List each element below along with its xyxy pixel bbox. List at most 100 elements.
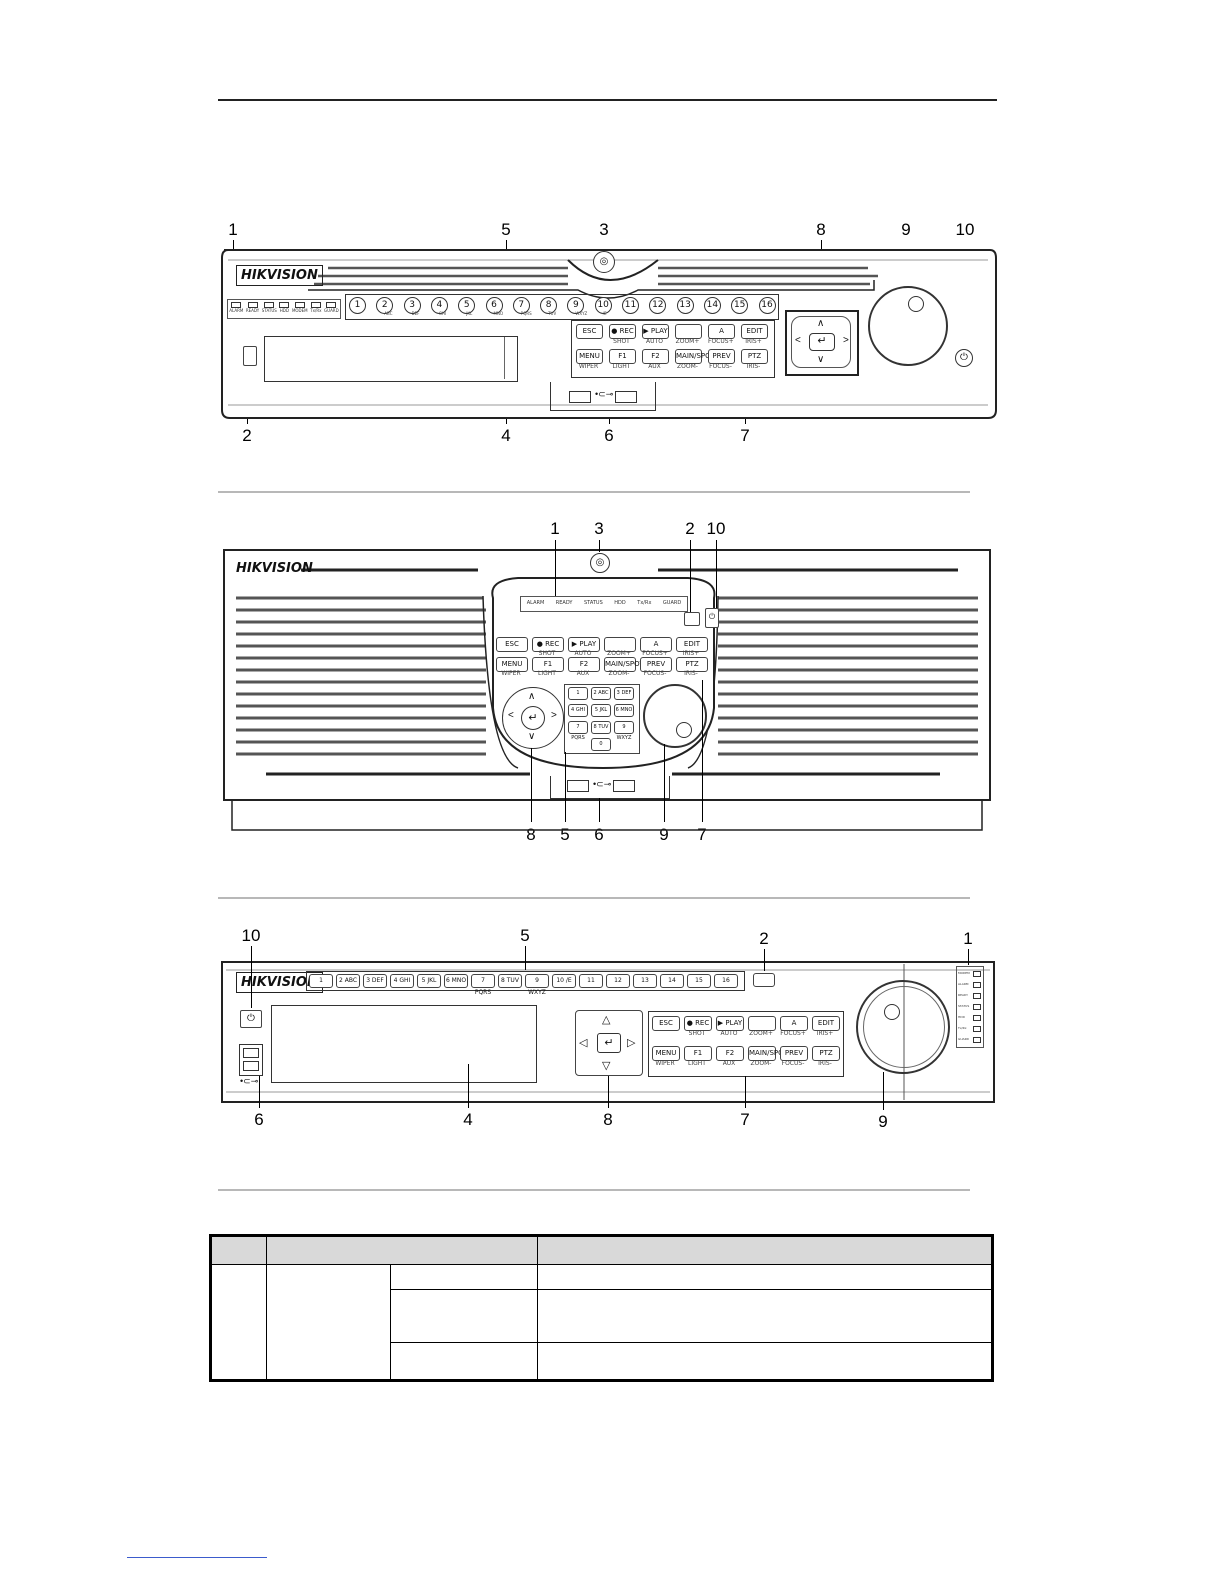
keypad-button[interactable]: ▶ PLAY [716, 1016, 744, 1031]
numpad-key[interactable]: 2 ABC [591, 687, 611, 700]
number-button[interactable]: 8 [540, 297, 558, 314]
jog-shuttle-inner[interactable] [908, 296, 924, 312]
keypad-button[interactable]: MAIN/SPOT [604, 657, 644, 672]
keypad-button[interactable]: MENU [652, 1046, 680, 1061]
numpad-key[interactable]: 5 JKL [591, 704, 611, 717]
keypad-button[interactable]: ● REC [532, 637, 564, 652]
number-button[interactable]: 7 [512, 297, 530, 314]
left-arrow-icon[interactable]: < [795, 335, 801, 346]
number-button[interactable]: 15 [687, 974, 711, 988]
jog-shuttle-outer[interactable] [856, 980, 950, 1074]
keypad-button[interactable]: ESC [496, 637, 528, 652]
number-button[interactable]: 12 [649, 297, 667, 314]
keypad-button[interactable]: A [780, 1016, 808, 1031]
number-button[interactable]: 1 [349, 297, 366, 314]
keypad-button[interactable]: EDIT [812, 1016, 840, 1031]
keypad-button[interactable]: ▶ PLAY [642, 324, 669, 339]
number-button[interactable]: 10 /E [552, 974, 576, 988]
numpad-key[interactable]: 6 MNO [614, 704, 634, 717]
numpad-key[interactable]: 3 DEF [614, 687, 634, 700]
number-button[interactable]: 3 DEF [363, 974, 387, 988]
power-button[interactable]: ⏻ [955, 349, 973, 367]
usb-port[interactable] [615, 391, 637, 403]
keypad-button[interactable]: F1 [609, 349, 636, 364]
number-button[interactable]: 11 [622, 297, 639, 314]
down-arrow-icon[interactable]: ∨ [817, 354, 825, 365]
jog-shuttle-outer[interactable] [868, 286, 948, 366]
left-arrow-icon[interactable]: < [508, 710, 514, 721]
number-button[interactable]: 5 [458, 297, 476, 314]
down-arrow-icon[interactable]: ∨ [528, 731, 536, 742]
keypad-button[interactable]: PTZ [676, 657, 708, 672]
number-button[interactable]: 9 [567, 297, 585, 314]
keypad-button[interactable]: ● REC [684, 1016, 712, 1031]
keypad-button[interactable]: PTZ [741, 349, 768, 364]
up-triangle-icon[interactable]: △ [602, 1014, 611, 1026]
keypad-button[interactable] [748, 1016, 776, 1031]
up-arrow-icon[interactable]: ∧ [528, 691, 536, 702]
up-arrow-icon[interactable]: ∧ [817, 318, 825, 329]
usb-port[interactable] [243, 1061, 259, 1071]
keypad-button[interactable] [604, 637, 636, 652]
enter-button[interactable]: ↵ [521, 706, 545, 730]
number-button[interactable]: 7 PQRS [471, 974, 495, 996]
number-button[interactable]: 14 [660, 974, 684, 988]
numpad-key[interactable]: 4 GHI [568, 704, 588, 717]
usb-port[interactable] [613, 780, 635, 792]
right-arrow-icon[interactable]: > [551, 710, 557, 721]
keypad-button[interactable]: A [640, 637, 672, 652]
usb-port[interactable] [243, 1048, 259, 1058]
number-button[interactable]: 13 [633, 974, 657, 988]
keypad-button[interactable] [675, 324, 702, 339]
keypad-button[interactable]: A [708, 324, 735, 339]
keypad-button[interactable]: ESC [576, 324, 603, 339]
keypad-button[interactable]: PREV [640, 657, 672, 672]
keypad-button[interactable]: ▶ PLAY [568, 637, 600, 652]
number-button[interactable]: 13 [676, 297, 694, 314]
number-button[interactable]: 6 MNO [444, 974, 468, 988]
keypad-button[interactable]: EDIT [676, 637, 708, 652]
number-button[interactable]: 10 [594, 297, 612, 314]
number-button[interactable]: 11 [579, 974, 603, 988]
left-triangle-icon[interactable]: ◁ [579, 1037, 588, 1049]
numpad-key[interactable]: 0 [591, 738, 611, 751]
power-button[interactable]: ⏻ [240, 1010, 262, 1028]
number-button[interactable]: 16 [758, 297, 776, 314]
keypad-button[interactable]: MENU [576, 349, 603, 364]
number-button[interactable]: 5 JKL [417, 974, 441, 988]
numpad-key[interactable]: 7 PQRS [568, 721, 588, 741]
usb-port[interactable] [567, 780, 589, 792]
keypad-button[interactable]: MENU [496, 657, 528, 672]
keypad-button[interactable]: F1 [532, 657, 564, 672]
number-button[interactable]: 8 TUV [498, 974, 522, 988]
enter-button[interactable]: ↵ [809, 333, 835, 351]
keypad-button[interactable]: ESC [652, 1016, 680, 1031]
number-button[interactable]: 15 [731, 297, 749, 314]
jog-shuttle-outer[interactable] [643, 684, 707, 748]
enter-button[interactable]: ↵ [597, 1033, 621, 1053]
keypad-button[interactable]: F2 [716, 1046, 744, 1061]
number-button[interactable]: 14 [703, 297, 721, 314]
keypad-button[interactable]: MAIN/SPOT [675, 349, 715, 364]
down-triangle-icon[interactable]: ▽ [602, 1060, 611, 1072]
keypad-button[interactable]: F2 [568, 657, 600, 672]
number-button[interactable]: 4 [430, 297, 448, 314]
keypad-button[interactable]: PTZ [812, 1046, 840, 1061]
jog-shuttle-inner[interactable] [676, 722, 692, 738]
number-button[interactable]: 1 [309, 974, 333, 988]
number-button[interactable]: 16 [714, 974, 738, 988]
keypad-button[interactable]: ● REC [609, 324, 636, 339]
numpad-key[interactable]: 8 TUV [591, 721, 611, 734]
number-button[interactable]: 2 [376, 297, 394, 314]
keypad-button[interactable]: PREV [708, 349, 735, 364]
number-button[interactable]: 9 WXYZ [525, 974, 549, 996]
jog-shuttle-inner[interactable] [884, 1004, 900, 1020]
keypad-button[interactable]: F2 [642, 349, 669, 364]
number-button[interactable]: 12 [606, 974, 630, 988]
keypad-button[interactable]: PREV [780, 1046, 808, 1061]
numpad-key[interactable]: 1 [568, 687, 588, 700]
keypad-button[interactable]: F1 [684, 1046, 712, 1061]
number-button[interactable]: 6 [485, 297, 503, 314]
usb-port[interactable] [569, 391, 591, 403]
number-button[interactable]: 3 [403, 297, 421, 314]
